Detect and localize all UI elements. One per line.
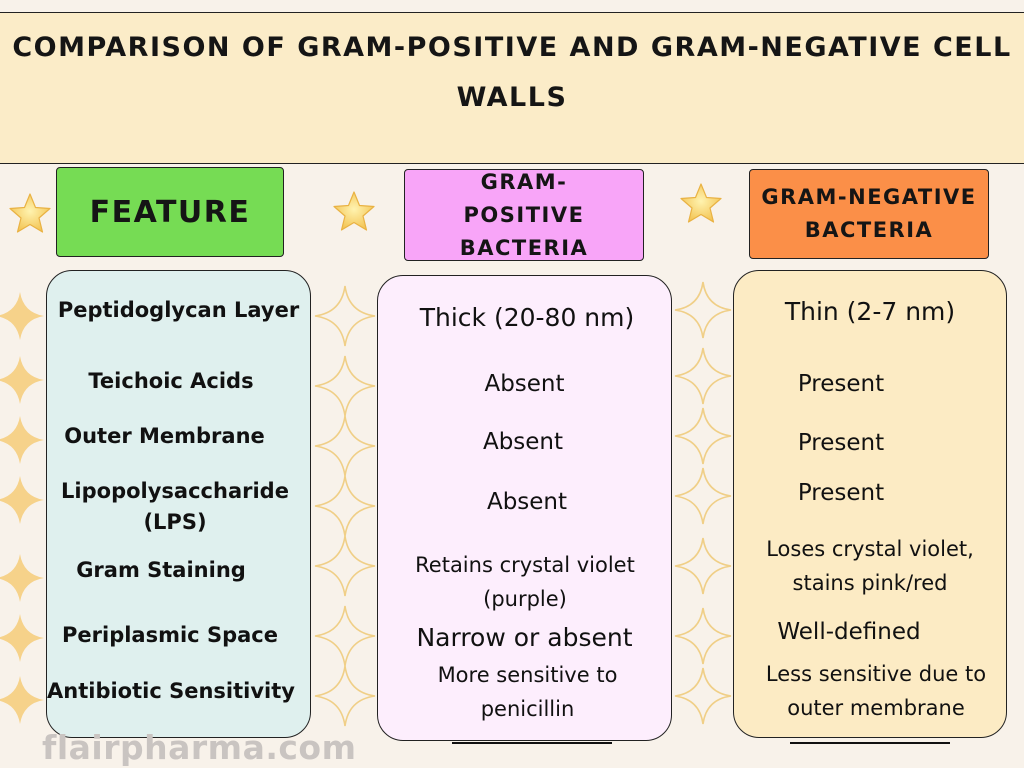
column-underline — [790, 742, 950, 744]
sparkle-solid — [0, 416, 44, 464]
feature-cell: Outer Membrane — [64, 424, 265, 448]
gram-positive-cell: Retains crystal violet (purple) — [415, 553, 635, 611]
sparkle-outline — [314, 475, 376, 537]
sparkle-outline — [314, 665, 376, 727]
star-icon — [680, 183, 722, 223]
header-feature-label: FEATURE — [89, 194, 251, 230]
sparkle-outline — [314, 535, 376, 597]
page-title: COMPARISON OF GRAM-POSITIVE AND GRAM-NEG… — [12, 32, 1012, 113]
gram-negative-cell: Present — [797, 430, 885, 456]
gram-negative-cell: Present — [797, 480, 885, 506]
sparkle-outline — [674, 607, 732, 665]
title-banner: COMPARISON OF GRAM-POSITIVE AND GRAM-NEG… — [0, 12, 1024, 164]
sparkle-solid — [0, 356, 44, 404]
gram-positive-cell: Absent — [482, 429, 564, 455]
header-gram-positive: GRAM-POSITIVE BACTERIA — [404, 169, 644, 261]
gram-negative-cell: Well-defined — [777, 619, 921, 645]
sparkle-solid — [0, 676, 44, 724]
gram-positive-cell: More sensitive to penicillin — [437, 663, 618, 721]
sparkle-outline — [314, 415, 376, 477]
sparkle-outline — [674, 467, 732, 525]
sparkle-outline — [674, 281, 732, 339]
feature-cell: Peptidoglycan Layer — [57, 298, 300, 322]
star-icon — [9, 193, 51, 233]
gram-negative-cell: Less sensitive due to outer membrane — [765, 662, 987, 720]
gram-negative-column — [733, 270, 1007, 738]
feature-cell: Lipopolysaccharide (LPS) — [61, 479, 289, 534]
star-icon — [333, 191, 375, 231]
feature-cell: Antibiotic Sensitivity — [47, 679, 295, 703]
feature-cell: Periplasmic Space — [62, 623, 278, 647]
column-underline — [452, 742, 612, 744]
gram-positive-cell: Absent — [486, 489, 568, 515]
gram-negative-cell: Present — [797, 371, 885, 397]
header-gram-negative: GRAM-NEGATIVE BACTERIA — [749, 169, 989, 259]
sparkle-solid — [0, 292, 44, 340]
header-feature: FEATURE — [56, 167, 284, 257]
gram-positive-column — [377, 275, 672, 741]
gram-positive-cell: Absent — [484, 371, 565, 397]
gram-positive-cell: Narrow or absent — [416, 623, 633, 652]
sparkle-solid — [0, 554, 44, 602]
sparkle-outline — [674, 537, 732, 595]
feature-column — [46, 270, 311, 738]
header-gram-negative-label: GRAM-NEGATIVE BACTERIA — [761, 185, 977, 242]
sparkle-outline — [314, 285, 376, 347]
sparkle-outline — [674, 347, 732, 405]
gram-positive-cell: Thick (20-80 nm) — [419, 303, 635, 332]
sparkle-outline — [314, 605, 376, 667]
header-gram-positive-label: GRAM-POSITIVE BACTERIA — [459, 169, 589, 260]
sparkle-solid — [0, 614, 44, 662]
sparkle-solid — [0, 476, 44, 524]
feature-cell: Gram Staining — [76, 558, 246, 582]
sparkle-outline — [314, 355, 376, 417]
sparkle-outline — [674, 667, 732, 725]
gram-negative-cell: Thin (2-7 nm) — [784, 297, 956, 326]
gram-negative-cell: Loses crystal violet, stains pink/red — [766, 537, 974, 595]
brand-watermark: flairpharma.com — [42, 728, 357, 767]
sparkle-outline — [674, 407, 732, 465]
feature-cell: Teichoic Acids — [88, 369, 254, 393]
